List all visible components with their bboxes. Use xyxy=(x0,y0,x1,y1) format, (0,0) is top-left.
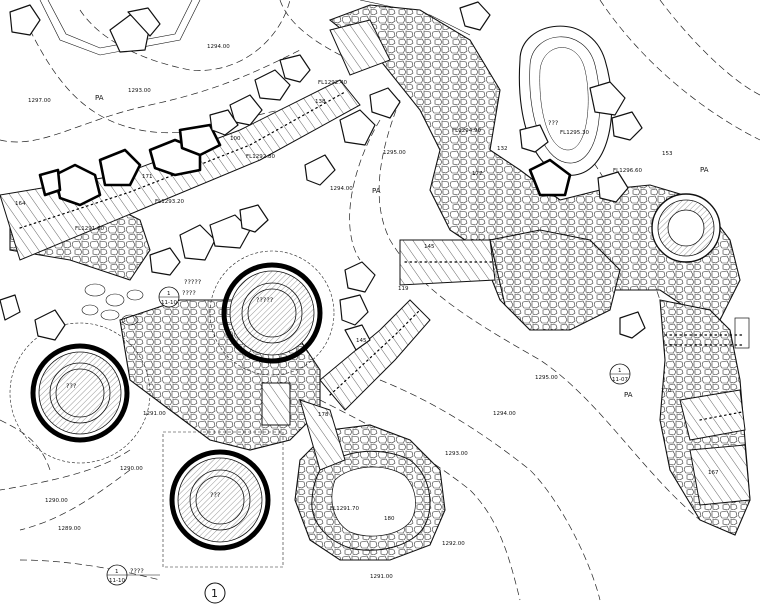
dimension-label: 164 xyxy=(15,201,26,207)
dimension-label: 167 xyxy=(708,470,719,476)
pavilion-west xyxy=(9,322,151,464)
sheet-number-text: 1 xyxy=(211,587,218,600)
structure-label: ????? xyxy=(184,278,201,286)
contour-label: 1294.00 xyxy=(207,44,230,50)
boulders-bold xyxy=(38,123,572,207)
level-label: FL1291.70 xyxy=(330,506,359,512)
level-label: FL1296.60 xyxy=(613,168,642,174)
callout-north: 1 11-10 ???? xyxy=(158,286,196,308)
dimension-label: 153 xyxy=(662,151,673,157)
dimension-label: 132 xyxy=(497,146,508,152)
structure-label: ??? xyxy=(210,491,220,499)
stair-east-lower xyxy=(689,444,751,506)
dimension-label: 178 xyxy=(318,412,329,418)
area-label: PA xyxy=(624,391,633,399)
dimension-label: 170 xyxy=(661,388,672,394)
level-label: FL1293.20 xyxy=(155,199,184,205)
level-label-group: FL1291.60 FL1293.20 FL1292.80 FL1292.40 … xyxy=(75,80,642,512)
stair-plaza-bridge xyxy=(261,382,291,426)
dimension-label-group: 100 171 164 138 132 145 177 153 119 145 … xyxy=(15,99,719,522)
area-label-group: PA PA PA PA xyxy=(95,94,709,399)
contour-label: 1292.00 xyxy=(442,541,465,547)
contour-label: 1293.00 xyxy=(128,88,151,94)
contour-label: 1295.00 xyxy=(383,150,406,156)
stair-center-diagonal xyxy=(319,299,431,411)
callout-bottom: 11-10 xyxy=(161,300,177,306)
contour-label: 1291.00 xyxy=(370,574,393,580)
pavilion-north xyxy=(209,250,335,376)
contour-label-group: 1294.00 1293.00 1297.00 1295.00 1294.00 … xyxy=(28,44,558,580)
dimension-label: 138 xyxy=(315,99,326,105)
stair-east xyxy=(679,389,746,441)
area-label: PA xyxy=(700,166,709,174)
dimension-label: 145 xyxy=(356,338,367,344)
area-label: PA xyxy=(95,94,104,102)
level-label: FL1292.40 xyxy=(318,80,347,86)
dimension-label: 100 xyxy=(230,136,241,142)
sheet-number: 1 xyxy=(204,582,226,604)
stair-connector-east xyxy=(399,239,496,286)
area-label: PA xyxy=(372,187,381,195)
contour-label: 1291.00 xyxy=(143,411,166,417)
contour-label: 1290.00 xyxy=(45,498,68,504)
stair-north xyxy=(329,19,391,76)
south-court-stone-edge xyxy=(311,450,431,551)
structure-label: ??? xyxy=(66,382,76,390)
stair-south-lower xyxy=(299,399,346,471)
callout-top: 1 xyxy=(115,569,119,575)
callout-bottom: 11-07 xyxy=(612,377,628,383)
dimension-label: 145 xyxy=(424,244,435,250)
contour-label: 1290.00 xyxy=(120,466,143,472)
dimension-label: 119 xyxy=(398,286,409,292)
contour-label: 1293.00 xyxy=(445,451,468,457)
pavilion-east-small xyxy=(651,193,721,263)
structure-label-group: ????? ??? ??? ????? ??? xyxy=(66,119,558,499)
callout-west: 1 11-10 ???? xyxy=(106,564,160,586)
callout-top: 1 xyxy=(167,291,171,297)
dimension-label: 177 xyxy=(472,171,483,177)
pavilion-south xyxy=(162,431,284,568)
level-label: FL1294.90 xyxy=(452,128,481,134)
paving-east-middle xyxy=(489,229,621,331)
level-label: FL1291.60 xyxy=(75,226,104,232)
callout-text: ???? xyxy=(182,289,196,297)
contour-label: 1289.00 xyxy=(58,526,81,532)
contour-label: 1294.00 xyxy=(330,186,353,192)
site-boundary xyxy=(39,0,471,56)
pergola-beam xyxy=(664,317,750,349)
structure-label: ????? xyxy=(256,296,273,304)
callout-east: 1 11-07 xyxy=(609,363,631,385)
stepping-stones xyxy=(81,283,144,326)
dimension-label: 171 xyxy=(142,174,153,180)
callout-text: ???? xyxy=(130,567,144,575)
callout-bottom: 11-10 xyxy=(109,578,125,584)
contour-label: 1297.00 xyxy=(28,98,51,104)
structure-label: ??? xyxy=(548,119,558,127)
contour-label: 1294.00 xyxy=(493,411,516,417)
level-label: FL1295.30 xyxy=(560,130,589,136)
boulders xyxy=(0,1,646,351)
callout-top: 1 xyxy=(618,368,622,374)
dimension-label: 180 xyxy=(384,516,395,522)
contour-label: 1295.00 xyxy=(535,375,558,381)
level-label: FL1292.80 xyxy=(246,154,275,160)
